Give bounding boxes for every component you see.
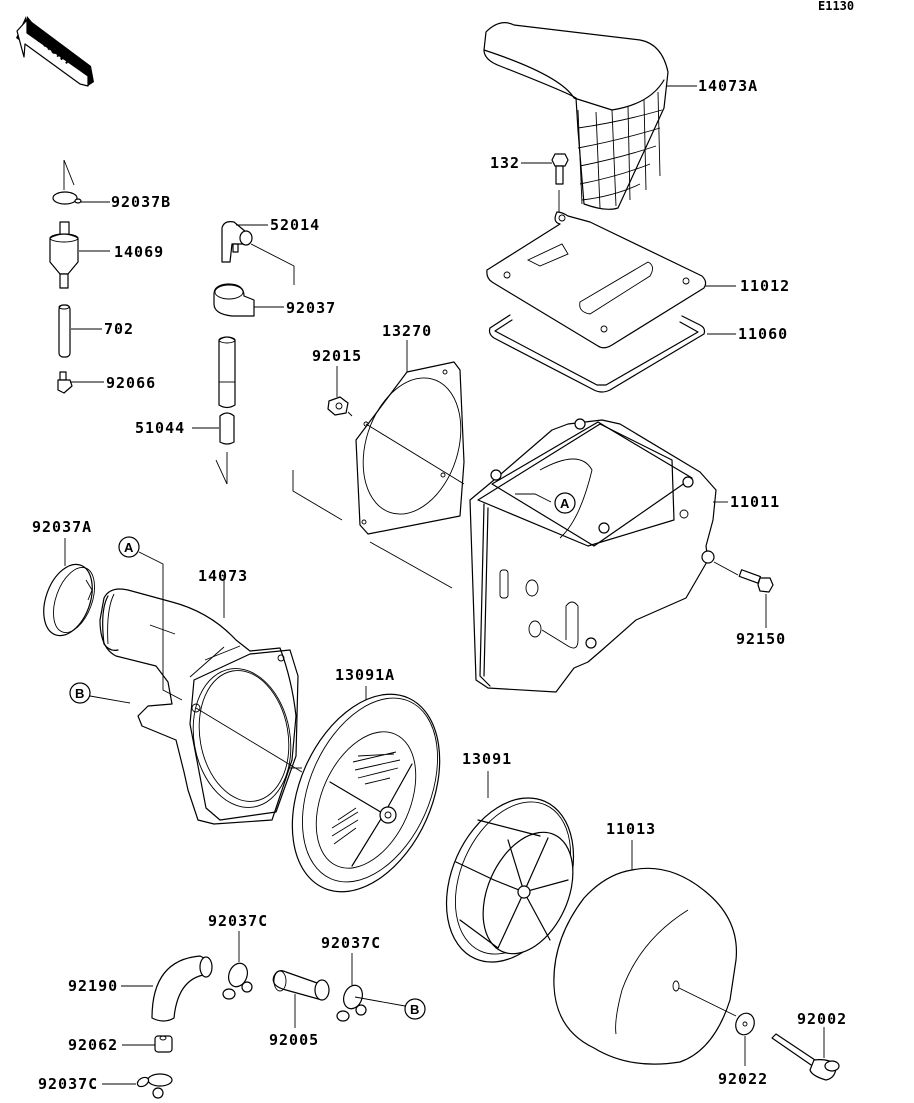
part-702[interactable]: 702 — [58, 304, 134, 358]
part-92190[interactable]: 92190 — [68, 955, 213, 1022]
part-92037B[interactable]: 92037B — [52, 159, 171, 211]
part-11013[interactable]: 11013 — [553, 820, 738, 1065]
label-92062: 92062 — [68, 1036, 118, 1054]
part-92037C-left[interactable]: 92037C — [208, 912, 268, 1000]
label-14069: 14069 — [114, 243, 164, 261]
label-92066: 92066 — [106, 374, 156, 392]
label-11060: 11060 — [738, 325, 788, 343]
part-92015[interactable]: 92015 — [312, 347, 362, 417]
front-arrow-icon: FRONT — [16, 16, 94, 87]
label-52014: 52014 — [270, 216, 320, 234]
label-14073A: 14073A — [698, 77, 758, 95]
label-92037B: 92037B — [111, 193, 171, 211]
label-13091: 13091 — [462, 750, 512, 768]
part-92062[interactable]: 92062 — [68, 1035, 173, 1054]
label-92005: 92005 — [269, 1031, 319, 1049]
callout-A-box: A — [560, 496, 570, 511]
label-11013: 11013 — [606, 820, 656, 838]
diagram-code: E1130 — [818, 0, 854, 13]
label-702: 702 — [104, 320, 134, 338]
label-92150: 92150 — [736, 630, 786, 648]
part-11060[interactable]: 11060 — [488, 314, 789, 393]
part-92066[interactable]: 92066 — [57, 371, 156, 394]
part-92037C-bottom[interactable]: 92037C — [38, 1073, 173, 1099]
part-92037[interactable]: 92037 — [213, 283, 336, 317]
part-13270[interactable]: 13270 — [292, 322, 477, 589]
part-14069[interactable]: 14069 — [49, 221, 164, 289]
label-51044: 51044 — [135, 419, 185, 437]
part-92037A[interactable]: 92037A — [32, 518, 103, 642]
part-132[interactable]: 132 — [490, 153, 569, 212]
part-92037C-right[interactable]: 92037C B — [321, 934, 426, 1022]
label-92002: 92002 — [797, 1010, 847, 1028]
part-14073[interactable]: 14073 A B — [69, 536, 303, 825]
label-92037C-bottom: 92037C — [38, 1075, 98, 1093]
callout-B-clamp: B — [410, 1002, 419, 1017]
part-51044[interactable]: 51044 — [135, 336, 236, 485]
part-92022[interactable]: 92022 — [718, 1011, 768, 1088]
label-13091A: 13091A — [335, 666, 395, 684]
label-92037: 92037 — [286, 299, 336, 317]
label-92190: 92190 — [68, 977, 118, 995]
label-92037A: 92037A — [32, 518, 92, 536]
label-11012: 11012 — [740, 277, 790, 295]
callout-A-duct: A — [124, 540, 134, 555]
part-92150[interactable]: 92150 — [713, 561, 786, 648]
label-132: 132 — [490, 154, 520, 172]
label-14073: 14073 — [198, 567, 248, 585]
part-13091[interactable]: 13091 — [422, 750, 598, 982]
part-11011[interactable]: 11011 A — [469, 418, 780, 693]
part-11012[interactable]: 11012 — [486, 211, 790, 349]
part-52014[interactable]: 52014 — [221, 216, 320, 285]
part-14073A[interactable]: 14073A — [483, 22, 758, 210]
label-92037C-left: 92037C — [208, 912, 268, 930]
part-13091A[interactable]: 13091A — [263, 666, 468, 915]
label-92015: 92015 — [312, 347, 362, 365]
part-92002[interactable]: 92002 — [771, 1010, 847, 1081]
callout-B-duct: B — [75, 686, 84, 701]
label-92037C-right: 92037C — [321, 934, 381, 952]
part-92005[interactable]: 92005 — [269, 970, 330, 1049]
label-92022: 92022 — [718, 1070, 768, 1088]
label-11011: 11011 — [730, 493, 780, 511]
label-13270: 13270 — [382, 322, 432, 340]
